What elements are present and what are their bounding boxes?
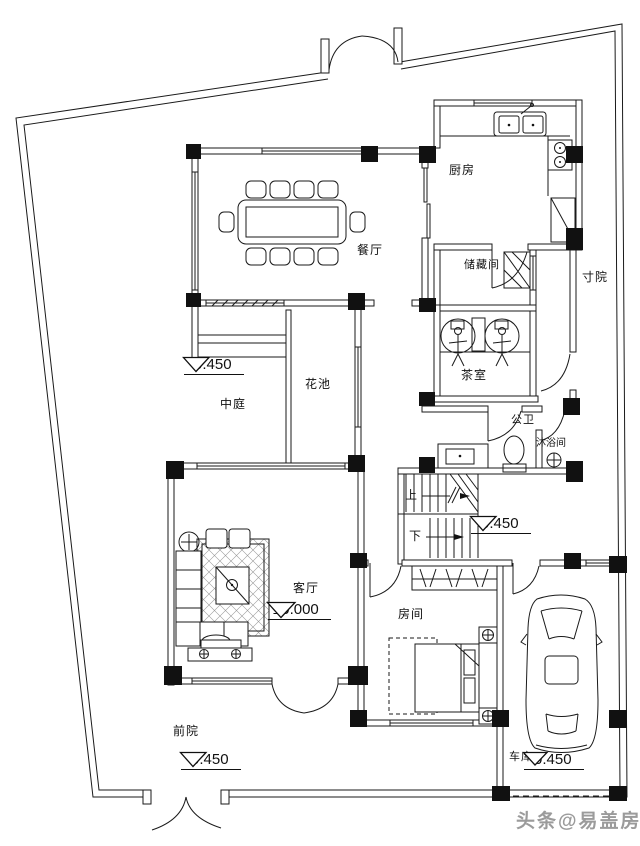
kitchen-counter xyxy=(440,103,576,243)
room-label-atrium: 中庭 xyxy=(220,397,247,411)
room-label-public-wc: 公卫 xyxy=(511,414,535,426)
flower-bed-divider xyxy=(285,309,292,464)
watermark: 头条@易盖房 xyxy=(516,811,640,832)
entry-door-left xyxy=(271,683,305,714)
elevation-marker-living: ±0.000 xyxy=(266,601,331,620)
elevation-marker-front-yard: -0.450 xyxy=(179,751,241,770)
room-label-shower: 沐浴间 xyxy=(536,438,566,449)
room-label-side-yard: 寸院 xyxy=(582,270,609,284)
stair-up-arrow xyxy=(422,486,461,504)
storage-walls xyxy=(433,249,577,409)
kitchen-fridge xyxy=(550,197,576,243)
pillars xyxy=(164,144,627,801)
room-label-kitchen: 厨房 xyxy=(449,163,476,177)
staircase xyxy=(397,473,479,565)
room-label-storage: 储藏间 xyxy=(464,259,500,271)
entry-door-right xyxy=(303,683,339,714)
room-label-living: 客厅 xyxy=(293,581,320,595)
wardrobe xyxy=(411,565,498,591)
storage-door xyxy=(491,250,528,289)
room-label-front-yard: 前院 xyxy=(173,724,200,738)
room-label-flower-bed: 花池 xyxy=(305,377,332,391)
site-boundary xyxy=(15,23,628,798)
toilet xyxy=(502,435,527,473)
living-room-furniture xyxy=(175,528,270,662)
tv xyxy=(200,639,242,649)
elevation-triangle-icon xyxy=(522,751,549,766)
shower-head xyxy=(546,452,562,468)
elevation-marker-atrium: -0.450 xyxy=(182,356,244,375)
elevation-triangle-icon xyxy=(266,601,297,619)
bedroom-furniture xyxy=(388,565,498,725)
car xyxy=(520,594,603,753)
elevation-marker-stair-hall: -0.450 xyxy=(469,515,531,534)
tea-loungers xyxy=(440,317,520,367)
tea-room-walls xyxy=(427,304,539,403)
stair-label-up: 上 xyxy=(405,488,419,502)
atrium-walls xyxy=(167,299,362,470)
kitchen-walls xyxy=(433,99,583,251)
dining-table xyxy=(218,180,366,266)
stair-label-down: 下 xyxy=(409,529,423,543)
north-gate xyxy=(320,27,403,74)
kitchen-sink xyxy=(493,111,547,137)
elevation-triangle-icon xyxy=(469,515,498,532)
elevation-triangle-icon xyxy=(182,356,211,373)
elevation-triangle-icon xyxy=(179,751,208,768)
vanity-sink xyxy=(437,443,489,469)
south-gate xyxy=(142,789,230,831)
room-label-dining: 餐厅 xyxy=(357,243,384,257)
tv-stand xyxy=(187,647,253,662)
dining-room-walls xyxy=(191,147,431,307)
room-label-bedroom: 房间 xyxy=(398,607,425,621)
bathroom-walls xyxy=(397,405,579,475)
room-label-tea-room: 茶室 xyxy=(461,368,488,382)
armchair xyxy=(205,528,228,549)
armchair xyxy=(228,528,251,549)
elevation-marker-garage: -0.450 xyxy=(522,751,584,770)
